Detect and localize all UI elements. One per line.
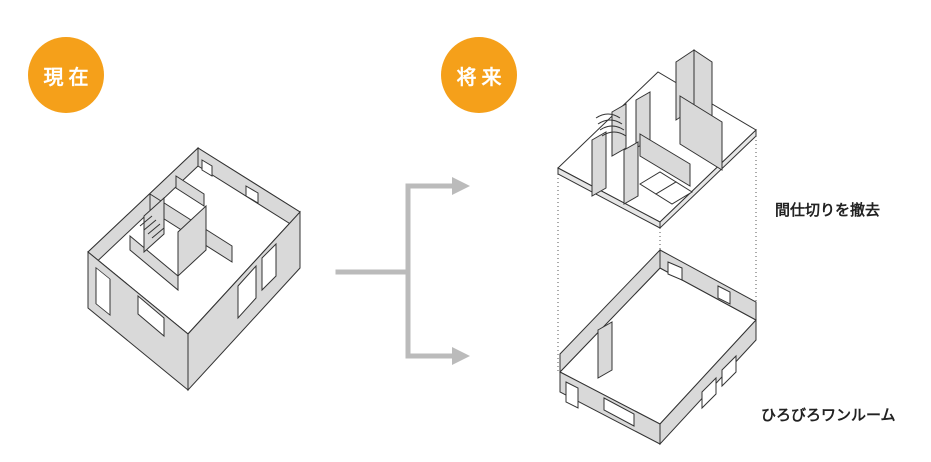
current-floor-plan xyxy=(87,146,301,392)
arrow-head-upper xyxy=(452,177,470,195)
current-front-door xyxy=(95,266,111,316)
current-badge: 現在 xyxy=(28,37,104,113)
oneroom-front-right-wall xyxy=(659,318,757,446)
remove-partitions-caption: 間仕切りを撤去 xyxy=(775,201,881,219)
future-badge: 将来 xyxy=(441,37,517,113)
one-room-caption: ひろびろワンルーム xyxy=(761,406,896,424)
arrow-head-lower xyxy=(452,347,470,365)
current-badge-label: 現在 xyxy=(43,64,94,89)
removed-partitions xyxy=(557,49,757,230)
open-one-room xyxy=(559,248,757,446)
future-badge-label: 将来 xyxy=(456,64,507,89)
transition-arrow xyxy=(335,183,459,359)
